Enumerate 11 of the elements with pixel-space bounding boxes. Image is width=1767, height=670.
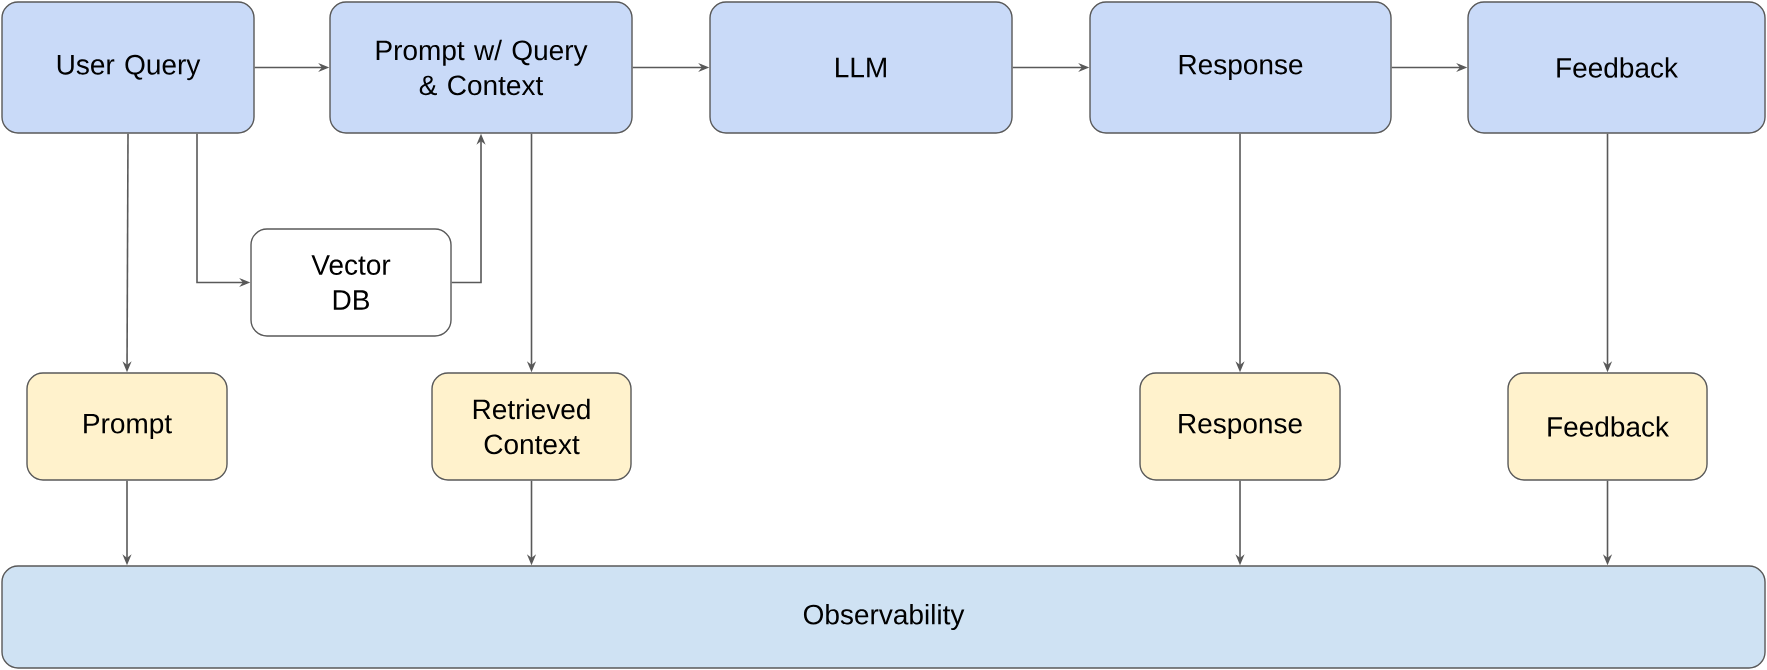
data-box: Prompt	[26, 372, 228, 481]
data-box: Retrieved Context	[431, 372, 632, 481]
process-box: Response	[1089, 1, 1392, 134]
process-box: LLM	[709, 1, 1013, 134]
platform-band: Observability	[1, 565, 1766, 669]
process-box: Feedback	[1467, 1, 1766, 134]
process-box: Prompt w/ Query & Context	[329, 1, 633, 134]
database-box: Vector DB	[250, 228, 452, 337]
data-box: Feedback	[1507, 372, 1708, 481]
process-box: User Query	[1, 1, 255, 134]
data-box: Response	[1139, 372, 1341, 481]
